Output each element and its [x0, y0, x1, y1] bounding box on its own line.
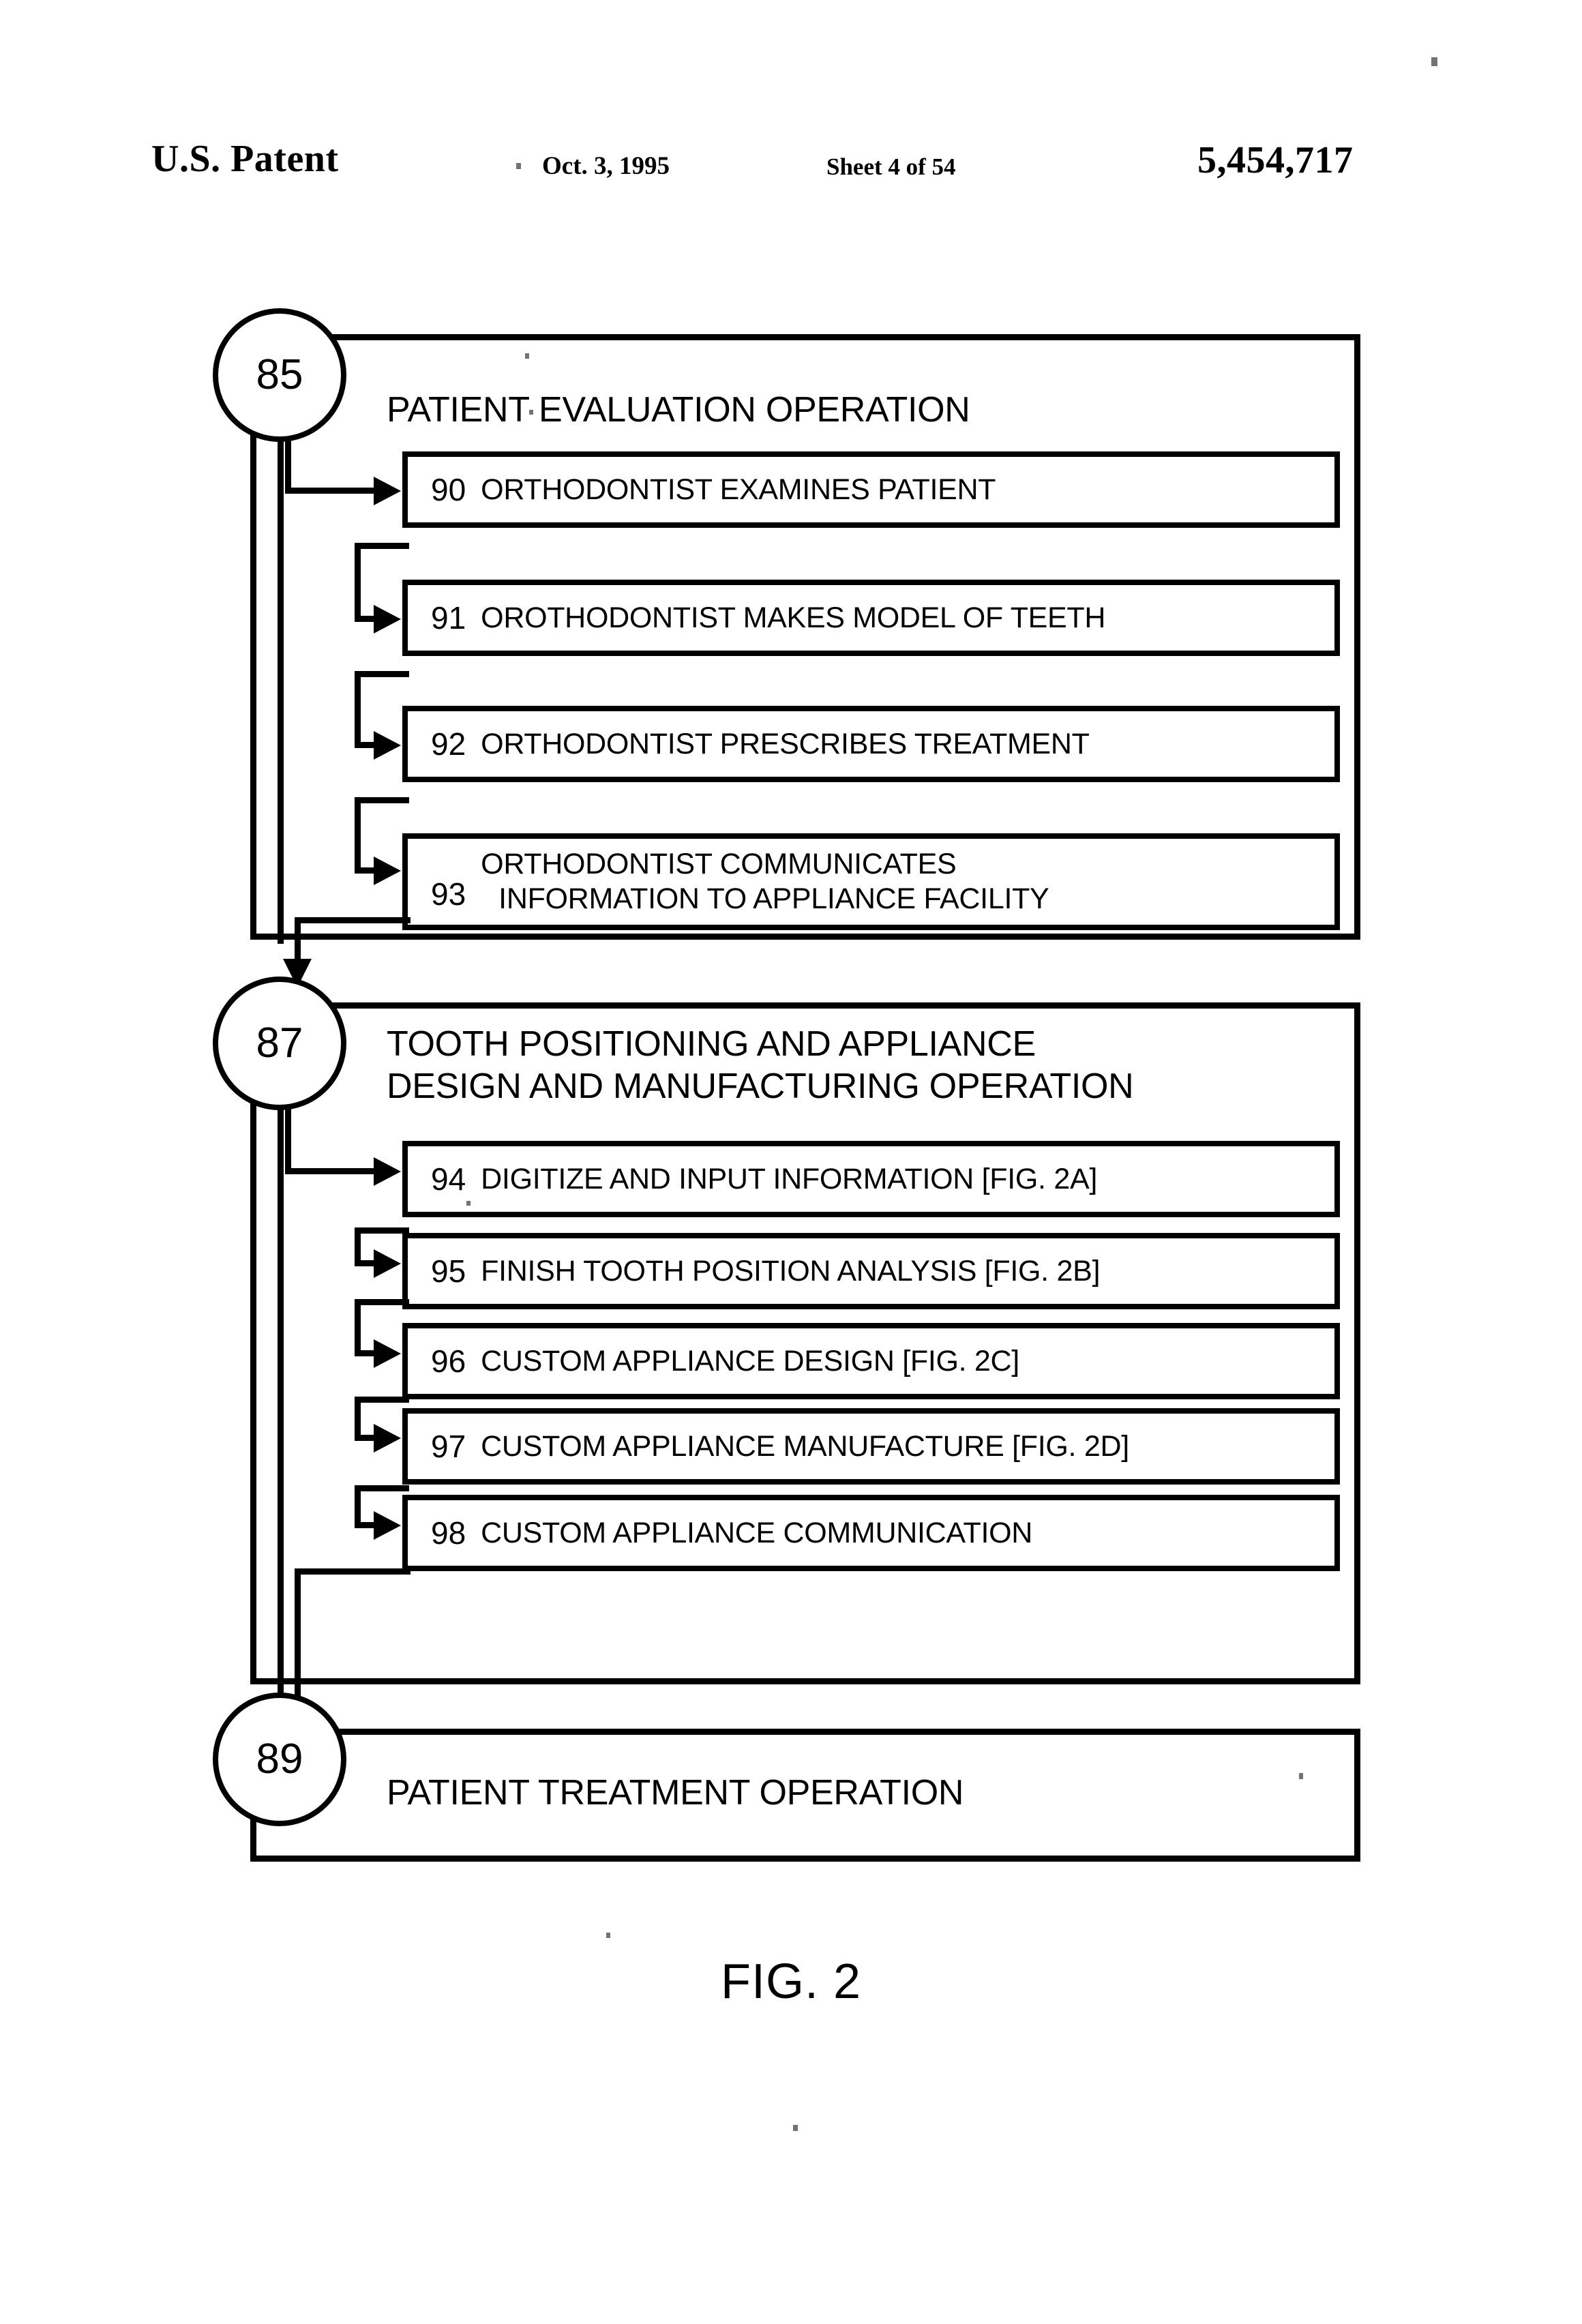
scan-speck	[516, 163, 521, 169]
connector-92-out-horizontal	[355, 797, 409, 803]
step-number-92: 92	[431, 726, 466, 762]
patent-date: Oct. 3, 1995	[542, 152, 670, 180]
reference-circle-85: 85	[213, 308, 346, 442]
step-box-91: 91 OROTHODONTIST MAKES MODEL OF TEETH	[402, 580, 1340, 656]
scan-speck	[793, 2125, 798, 2131]
step-box-94: 94 DIGITIZE AND INPUT INFORMATION [FIG. …	[402, 1141, 1340, 1217]
step-box-96: 96 CUSTOM APPLIANCE DESIGN [FIG. 2C]	[402, 1323, 1340, 1399]
connector-93-out-horizontal	[295, 917, 411, 923]
connector-98-to-89-vertical	[295, 1568, 301, 1731]
step-number-94: 94	[431, 1161, 466, 1197]
scan-speck	[466, 1201, 471, 1206]
scan-speck	[844, 777, 848, 782]
operation-title-89: PATIENT TREATMENT OPERATION	[387, 1773, 964, 1813]
step-label-91: OROTHODONTIST MAKES MODEL OF TEETH	[481, 601, 1106, 634]
arrow-into-step-92	[374, 731, 401, 760]
step-number-93: 93	[431, 876, 466, 912]
arrow-into-step-96	[374, 1339, 401, 1368]
patent-number: 5,454,717	[1197, 139, 1354, 181]
step-number-98: 98	[431, 1515, 466, 1551]
connector-87-to-94-vertical	[285, 1105, 291, 1172]
scan-speck	[606, 1933, 610, 1938]
arrow-into-step-94	[374, 1157, 401, 1186]
connector-95-to-96-vertical	[355, 1299, 361, 1354]
step-label-94: DIGITIZE AND INPUT INFORMATION [FIG. 2A]	[481, 1162, 1097, 1195]
step-label-93-line2: INFORMATION TO APPLIANCE FACILITY	[498, 882, 1049, 915]
connector-97-out-horizontal	[355, 1485, 409, 1491]
arrow-into-step-91	[374, 605, 401, 634]
scan-speck	[525, 353, 529, 359]
scan-speck	[1299, 1773, 1303, 1779]
step-box-95: 95 FINISH TOOTH POSITION ANALYSIS [FIG. …	[402, 1233, 1340, 1309]
operation-title-87: TOOTH POSITIONING AND APPLIANCE DESIGN A…	[387, 1024, 1134, 1107]
step-label-95: FINISH TOOTH POSITION ANALYSIS [FIG. 2B]	[481, 1254, 1101, 1287]
step-number-96: 96	[431, 1343, 466, 1379]
step-label-93-line1: ORTHODONTIST COMMUNICATES	[481, 848, 957, 881]
patent-header: U.S. Patent Oct. 3, 1995 Sheet 4 of 54 5…	[0, 140, 1582, 201]
arrow-into-step-93	[374, 856, 401, 885]
step-label-96: CUSTOM APPLIANCE DESIGN [FIG. 2C]	[481, 1344, 1019, 1377]
step-label-90: ORTHODONTIST EXAMINES PATIENT	[481, 473, 996, 506]
operation-box-89	[250, 1729, 1360, 1862]
step-box-90: 90 ORTHODONTIST EXAMINES PATIENT	[402, 451, 1340, 528]
figure-caption: FIG. 2	[720, 1954, 862, 2009]
connector-96-out-horizontal	[355, 1397, 409, 1403]
step-box-92: 92 ORTHODONTIST PRESCRIBES TREATMENT	[402, 706, 1340, 782]
connector-87-to-94-horizontal	[285, 1168, 387, 1174]
reference-circle-87: 87	[213, 977, 346, 1110]
step-number-97: 97	[431, 1429, 466, 1464]
connector-94-to-95-vertical	[355, 1227, 361, 1264]
arrow-into-step-97	[374, 1424, 401, 1452]
step-box-97: 97 CUSTOM APPLIANCE MANUFACTURE [FIG. 2D…	[402, 1408, 1340, 1485]
connector-90-out-horizontal	[355, 543, 409, 549]
step-number-91: 91	[431, 600, 466, 636]
operation-title-85: PATIENT EVALUATION OPERATION	[387, 390, 970, 430]
connector-95-out-horizontal	[355, 1299, 409, 1305]
reference-number-89: 89	[256, 1735, 303, 1783]
connector-93-to-87-vertical	[295, 917, 301, 968]
sheet-indicator: Sheet 4 of 54	[826, 153, 956, 180]
bus-line-85	[278, 440, 284, 944]
connector-85-to-90-vertical	[285, 436, 291, 491]
connector-92-to-93-vertical	[355, 797, 361, 871]
reference-circle-89: 89	[213, 1693, 346, 1826]
connector-91-out-horizontal	[355, 671, 409, 677]
connector-97-to-98-vertical	[355, 1485, 361, 1526]
patent-office-label: U.S. Patent	[151, 138, 339, 180]
connector-85-to-90-horizontal	[285, 488, 387, 494]
arrow-into-step-90	[374, 477, 401, 505]
scan-speck	[1431, 57, 1437, 66]
reference-number-87: 87	[256, 1019, 303, 1067]
step-label-98: CUSTOM APPLIANCE COMMUNICATION	[481, 1516, 1033, 1549]
connector-91-to-92-vertical	[355, 671, 361, 745]
connector-90-to-91-vertical	[355, 543, 361, 619]
scan-speck	[529, 410, 533, 415]
step-label-97: CUSTOM APPLIANCE MANUFACTURE [FIG. 2D]	[481, 1429, 1129, 1463]
step-number-95: 95	[431, 1253, 466, 1289]
bus-line-87	[278, 1108, 284, 1797]
connector-98-out-horizontal	[295, 1568, 411, 1575]
arrow-into-step-98	[374, 1511, 401, 1540]
connector-96-to-97-vertical	[355, 1397, 361, 1439]
step-label-92: ORTHODONTIST PRESCRIBES TREATMENT	[481, 727, 1090, 760]
step-box-98: 98 CUSTOM APPLIANCE COMMUNICATION	[402, 1495, 1340, 1571]
arrow-into-step-95	[374, 1249, 401, 1278]
connector-94-out-horizontal	[355, 1227, 409, 1234]
reference-number-85: 85	[256, 351, 303, 398]
step-number-90: 90	[431, 472, 466, 507]
